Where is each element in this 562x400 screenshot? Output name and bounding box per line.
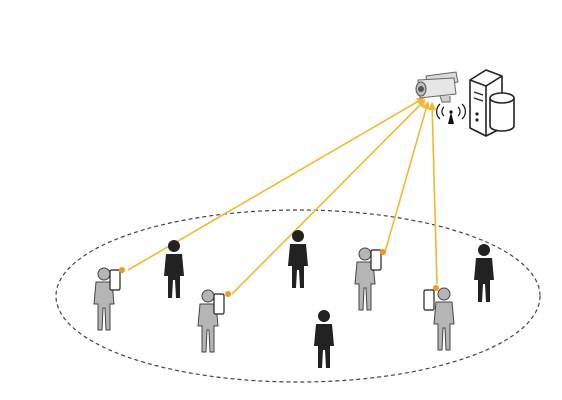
phone-user-3 [354,247,386,311]
phone-user-2 [197,289,231,353]
surveillance-camera-icon [415,71,459,103]
smartphone-icon [370,249,382,271]
upload-arrow-2 [231,99,426,295]
crowd-region-ellipse [55,209,541,383]
phone-user-1 [93,267,125,331]
upload-arrow-4 [428,102,438,285]
smartphone-icon [213,293,225,315]
bystander-4 [314,310,334,368]
flash-icon [380,249,386,255]
bystander-1 [164,240,184,298]
bystander-2 [288,230,308,288]
database-icon [489,92,515,132]
wireless-antenna-icon [436,103,466,124]
smartphone-icon [109,269,121,291]
flash-icon [225,291,231,297]
bystander-3 [474,244,494,302]
phone-user-4 [423,285,455,351]
upload-arrow-3 [384,101,430,253]
flash-icon [433,285,439,291]
smartphone-icon [423,289,435,311]
flash-icon [119,267,125,273]
